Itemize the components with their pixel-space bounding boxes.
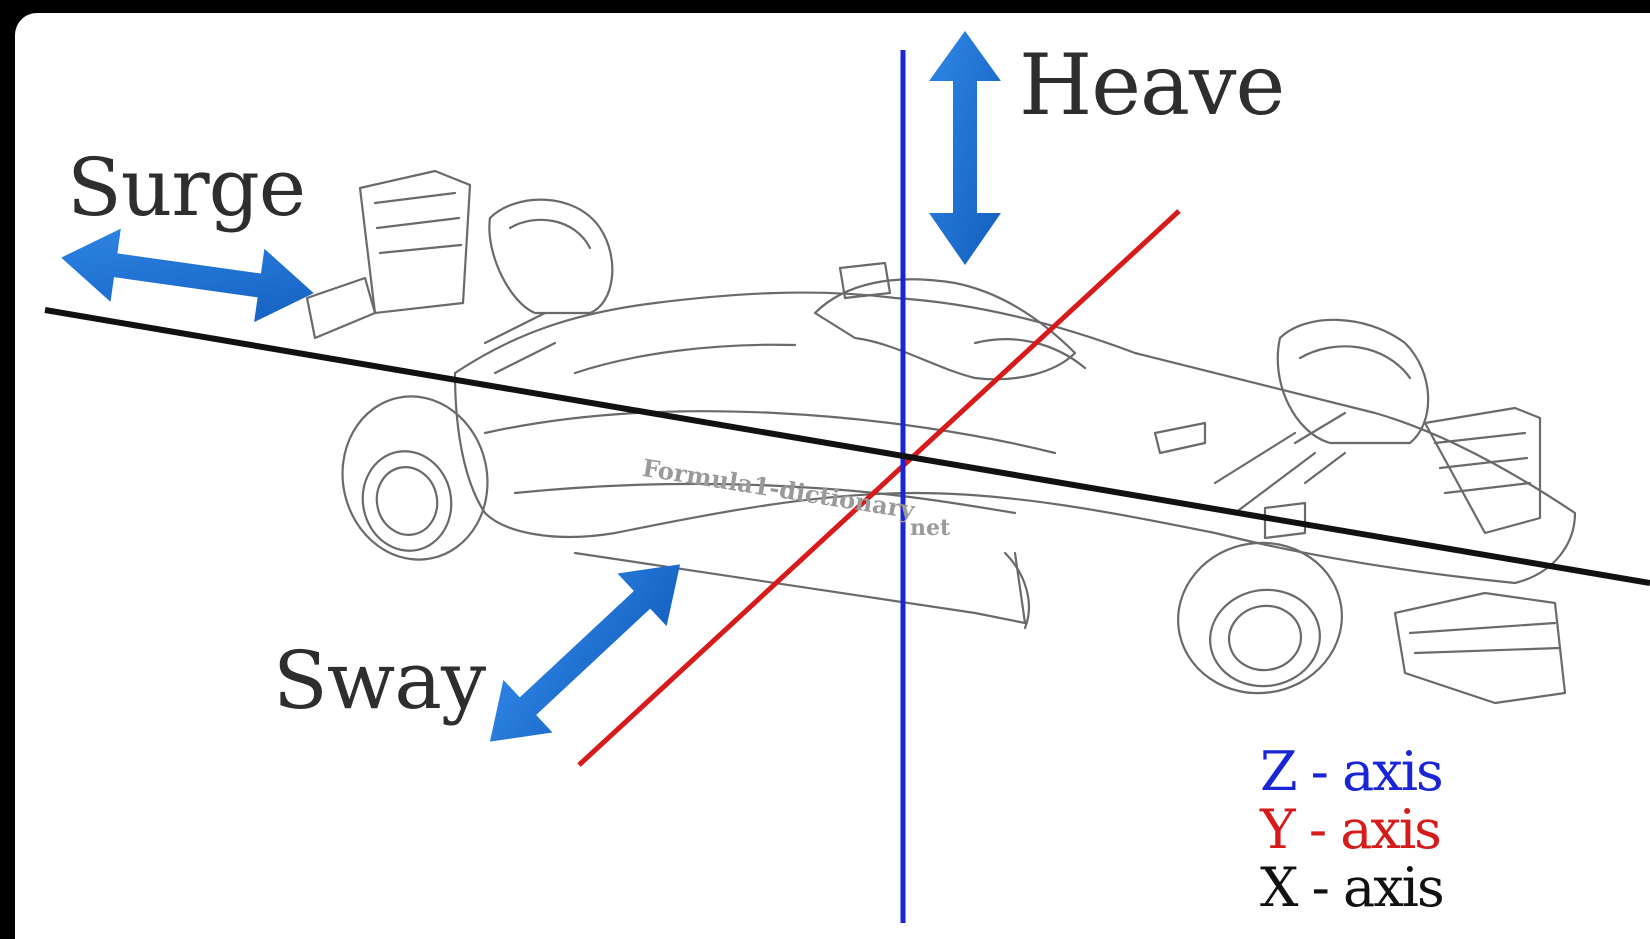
heave-arrow-icon (929, 31, 1001, 265)
car-axes-diagram (44, 31, 1650, 923)
front-wing-end (1423, 406, 1542, 535)
sway-arrow-icon (489, 564, 681, 742)
diagram-panel: Formula1-dictionary net Heave Surge Sway… (15, 13, 1650, 939)
y-axis-line (577, 209, 1181, 767)
front-tire-top (1276, 318, 1430, 445)
car-body (453, 291, 1577, 585)
legend-y-axis: Y - axis (1260, 798, 1442, 861)
front-tire (1177, 541, 1343, 695)
watermark-line-2: net (910, 515, 951, 541)
surge-label: Surge (67, 141, 306, 234)
x-axis-line (44, 307, 1650, 586)
sway-label: Sway (273, 634, 486, 727)
rear-wing (358, 169, 472, 315)
cockpit (813, 278, 1077, 381)
rear-tire (341, 395, 489, 561)
rear-tire-top (488, 198, 614, 315)
surge-arrow-icon (61, 228, 314, 323)
axes-legend: Z - axis Y - axis X - axis (1260, 740, 1445, 919)
car-drawing (305, 169, 1577, 705)
heave-label: Heave (1019, 36, 1285, 134)
legend-z-axis: Z - axis (1260, 740, 1444, 803)
legend-x-axis: X - axis (1260, 856, 1445, 919)
front-wing (1393, 591, 1567, 705)
